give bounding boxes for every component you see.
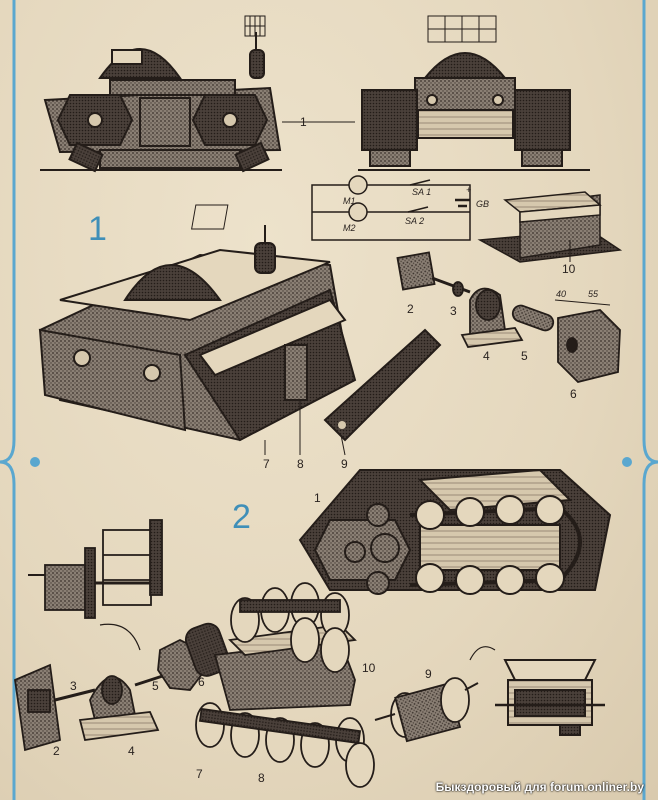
fig2-part-9: 9 <box>425 667 432 681</box>
fig2-part-2: 2 <box>53 744 60 758</box>
frame-dot-right <box>622 457 632 467</box>
cross-section-detail <box>495 659 605 736</box>
dim-line <box>554 299 611 306</box>
roller-assembly-lower <box>195 702 375 788</box>
side-view <box>40 15 282 173</box>
circuit-label-sa2: SA 2 <box>405 216 425 226</box>
track-plate-9 <box>323 328 442 442</box>
circuit-label-gb: GB <box>476 199 490 209</box>
fig1-part-4: 4 <box>483 349 490 363</box>
forum-watermark: Быкздоровый для forum.onliner.by <box>435 780 644 794</box>
fig1-part-3: 3 <box>450 304 457 318</box>
fig2-part-7: 7 <box>196 767 203 781</box>
fig1-part-7: 7 <box>263 457 270 471</box>
circuit-diagram <box>311 175 471 241</box>
front-view <box>358 15 590 171</box>
fig2-tank-side <box>298 468 612 595</box>
circuit-label-plus: + <box>466 185 472 195</box>
winding-jig <box>28 519 163 651</box>
roller-9 <box>374 677 479 743</box>
dimension-55: 55 <box>588 289 599 299</box>
box-10-top <box>477 191 623 263</box>
figure-number-1: 1 <box>88 210 107 248</box>
fig2-part-3: 3 <box>70 679 77 693</box>
fig2-part-10: 10 <box>362 661 376 675</box>
roller-assembly-upper <box>230 582 350 673</box>
fig1-part-1: 1 <box>300 115 307 129</box>
frame-dot-left <box>30 457 40 467</box>
fig2-part-5: 5 <box>152 679 159 693</box>
fig1-part-5: 5 <box>521 349 528 363</box>
fig2-part-4: 4 <box>128 744 135 758</box>
fig1-drivetrain <box>396 251 621 383</box>
fig2-part-8: 8 <box>258 771 265 785</box>
circuit-label-m1: M1 <box>343 196 356 206</box>
plate-hole <box>338 421 346 429</box>
dimension-40: 40 <box>556 289 567 299</box>
fig1-part-9: 9 <box>341 457 348 471</box>
circuit-label-sa1: SA 1 <box>412 187 432 197</box>
isometric-tank <box>38 204 357 442</box>
circuit-label-m2: M2 <box>343 223 356 233</box>
fig2-part-1: 1 <box>314 491 321 505</box>
fig2-part-6: 6 <box>198 675 205 689</box>
fig1-part-6: 6 <box>570 387 577 401</box>
figure-number-2: 2 <box>232 498 251 536</box>
fig1-part-10: 10 <box>562 262 576 276</box>
fig1-part-2: 2 <box>407 302 414 316</box>
fig1-part-8: 8 <box>297 457 304 471</box>
